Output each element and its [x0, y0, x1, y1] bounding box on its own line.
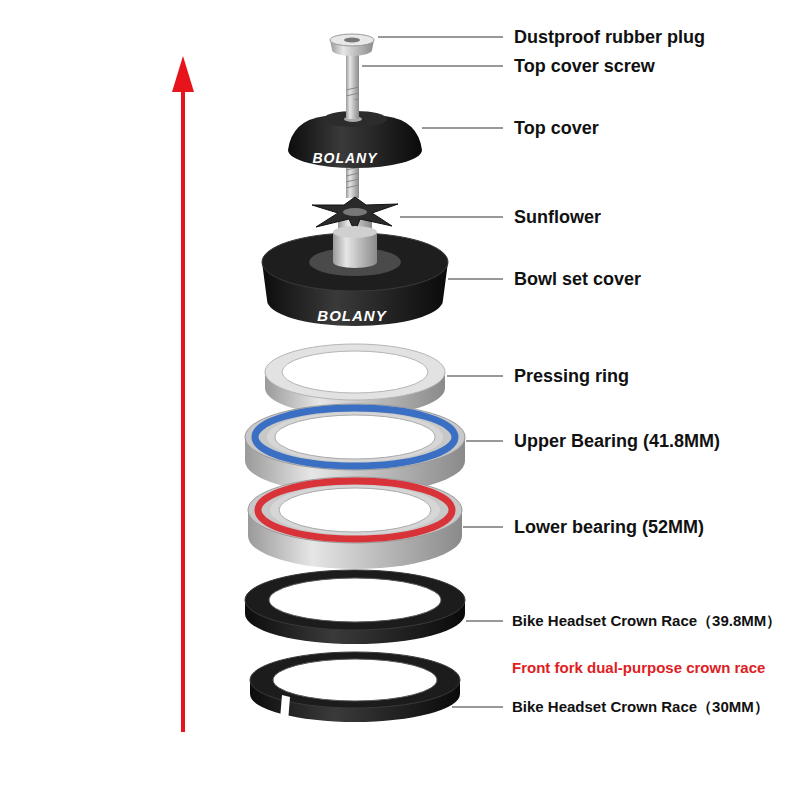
part-name: Sunflower [514, 206, 601, 228]
brand-mark: BOLANY [317, 305, 386, 327]
part-name: Top cover [514, 117, 599, 139]
note-text: Front fork dual-purpose crown race [512, 657, 765, 679]
top-cover [288, 100, 422, 168]
part-name: Pressing ring [514, 365, 629, 387]
crown-race-large [245, 570, 465, 644]
bowl-set-cover [262, 226, 448, 326]
brand-mark: BOLANY [312, 147, 377, 169]
lower-bearing [248, 477, 462, 569]
part-name: Upper Bearing (41.8MM) [514, 430, 720, 452]
part-name: Top cover screw [514, 55, 655, 77]
part-name: Dustproof rubber plug [514, 26, 705, 48]
part-name: Lower bearing (52MM) [514, 516, 704, 538]
dustproof-rubber-plug [330, 34, 374, 56]
direction-arrow [172, 56, 194, 732]
part-name: Bike Headset Crown Race（39.8MM） [512, 610, 781, 632]
part-name: Bowl set cover [514, 268, 641, 290]
part-name: Bike Headset Crown Race（30MM） [512, 696, 769, 718]
crown-race-split [250, 652, 460, 722]
leader-lines [362, 37, 503, 707]
